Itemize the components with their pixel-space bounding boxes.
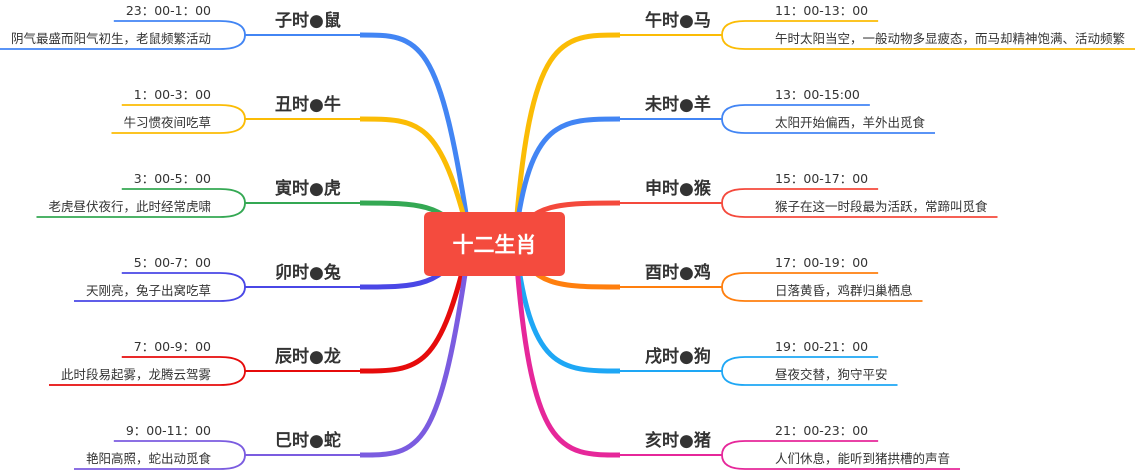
description[interactable]: 牛习惯夜间吃草 xyxy=(123,115,211,130)
branch-connector xyxy=(512,239,621,374)
description[interactable]: 日落黄昏，鸡群归巢栖息 xyxy=(775,283,913,298)
branch-connector xyxy=(512,239,621,458)
branch-connector xyxy=(359,239,473,458)
time-range[interactable]: 19：00-21：00 xyxy=(775,339,868,354)
topic-label[interactable]: 亥时●猪 xyxy=(645,430,711,451)
topic-label[interactable]: 未时●羊 xyxy=(644,94,711,115)
detail-bracket xyxy=(721,356,746,386)
branch-left-0[interactable]: 子时●鼠 23：00-1：00 阴气最盛而阳气初生，老鼠频繁活动 xyxy=(0,3,473,241)
branch-connector xyxy=(359,239,473,374)
description[interactable]: 艳阳高照，蛇出动觅食 xyxy=(86,451,212,466)
detail-bracket xyxy=(219,356,246,386)
detail-bracket xyxy=(219,440,246,470)
detail-bracket xyxy=(721,188,746,218)
description[interactable]: 老虎昼伏夜行，此时经常虎啸 xyxy=(48,199,211,214)
detail-bracket xyxy=(721,104,746,134)
topic-label[interactable]: 丑时●牛 xyxy=(275,94,341,115)
branch-left-4[interactable]: 辰时●龙 7：00-9：00 此时段易起雾，龙腾云驾雾 xyxy=(48,239,473,386)
description[interactable]: 阴气最盛而阳气初生，老鼠频繁活动 xyxy=(11,31,211,46)
central-topic[interactable]: 十二生肖 xyxy=(424,212,565,276)
time-range[interactable]: 17：00-19：00 xyxy=(775,255,868,270)
description[interactable]: 猴子在这一时段最为活跃，常蹄叫觅食 xyxy=(775,199,988,214)
central-topic-box[interactable] xyxy=(424,212,565,276)
topic-label[interactable]: 戌时●狗 xyxy=(645,346,711,367)
time-range[interactable]: 21：00-23：00 xyxy=(775,423,868,438)
topic-label[interactable]: 子时●鼠 xyxy=(275,10,341,31)
branch-left-2[interactable]: 寅时●虎 3：00-5：00 老虎昼伏夜行，此时经常虎啸 xyxy=(36,171,472,242)
topic-label[interactable]: 卯时●兔 xyxy=(275,262,341,283)
branch-right-5[interactable]: 亥时●猪 21：00-23：00 人们休息，能听到猪拱槽的声音 xyxy=(512,239,961,470)
topic-label[interactable]: 午时●马 xyxy=(645,10,711,31)
description[interactable]: 天刚亮，兔子出窝吃草 xyxy=(86,283,211,298)
branch-right-2[interactable]: 申时●猴 15：00-17：00 猴子在这一时段最为活跃，常蹄叫觅食 xyxy=(512,171,998,241)
central-topic-label: 十二生肖 xyxy=(453,233,537,257)
time-range[interactable]: 23：00-1：00 xyxy=(126,3,211,18)
detail-bracket xyxy=(219,272,246,302)
branch-connector xyxy=(359,116,473,241)
description[interactable]: 此时段易起雾，龙腾云驾雾 xyxy=(61,367,212,382)
branch-connector xyxy=(359,32,473,241)
topic-label[interactable]: 酉时●鸡 xyxy=(645,262,711,283)
description[interactable]: 午时太阳当空，一般动物多显疲态，而马却精神饱满、活动频繁 xyxy=(775,31,1126,46)
time-range[interactable]: 5：00-7：00 xyxy=(134,255,211,270)
detail-bracket xyxy=(721,440,746,470)
topic-label[interactable]: 巳时●蛇 xyxy=(275,430,341,451)
time-range[interactable]: 7：00-9：00 xyxy=(134,339,211,354)
detail-bracket xyxy=(219,20,246,50)
branch-left-3[interactable]: 卯时●兔 5：00-7：00 天刚亮，兔子出窝吃草 xyxy=(73,238,473,302)
branch-connector xyxy=(512,32,621,241)
branch-right-1[interactable]: 未时●羊 13：00-15:00 太阳开始偏西，羊外出觅食 xyxy=(512,87,936,241)
topic-label[interactable]: 辰时●龙 xyxy=(275,346,341,367)
time-range[interactable]: 1：00-3：00 xyxy=(134,87,211,102)
detail-bracket xyxy=(721,272,746,302)
topic-label[interactable]: 申时●猴 xyxy=(645,178,712,199)
branch-connector xyxy=(512,116,621,241)
detail-bracket xyxy=(219,104,246,134)
branch-right-0[interactable]: 午时●马 11：00-13：00 午时太阳当空，一般动物多显疲态，而马却精神饱满、活… xyxy=(512,3,1136,241)
branch-right-4[interactable]: 戌时●狗 19：00-21：00 昼夜交替，狗守平安 xyxy=(512,239,898,386)
branch-left-5[interactable]: 巳时●蛇 9：00-11：00 艳阳高照，蛇出动觅食 xyxy=(73,239,473,470)
topic-label[interactable]: 寅时●虎 xyxy=(275,178,341,199)
time-range[interactable]: 11：00-13：00 xyxy=(775,3,868,18)
branch-left-1[interactable]: 丑时●牛 1：00-3：00 牛习惯夜间吃草 xyxy=(111,87,473,241)
description[interactable]: 太阳开始偏西，羊外出觅食 xyxy=(775,115,926,130)
detail-bracket xyxy=(721,20,746,50)
branch-right-3[interactable]: 酉时●鸡 17：00-19：00 日落黄昏，鸡群归巢栖息 xyxy=(512,239,923,302)
time-range[interactable]: 9：00-11：00 xyxy=(126,423,211,438)
time-range[interactable]: 15：00-17：00 xyxy=(775,171,868,186)
detail-bracket xyxy=(219,188,246,218)
time-range[interactable]: 13：00-15:00 xyxy=(775,87,860,102)
description[interactable]: 人们休息，能听到猪拱槽的声音 xyxy=(775,451,950,466)
time-range[interactable]: 3：00-5：00 xyxy=(134,171,211,186)
description[interactable]: 昼夜交替，狗守平安 xyxy=(775,367,888,382)
